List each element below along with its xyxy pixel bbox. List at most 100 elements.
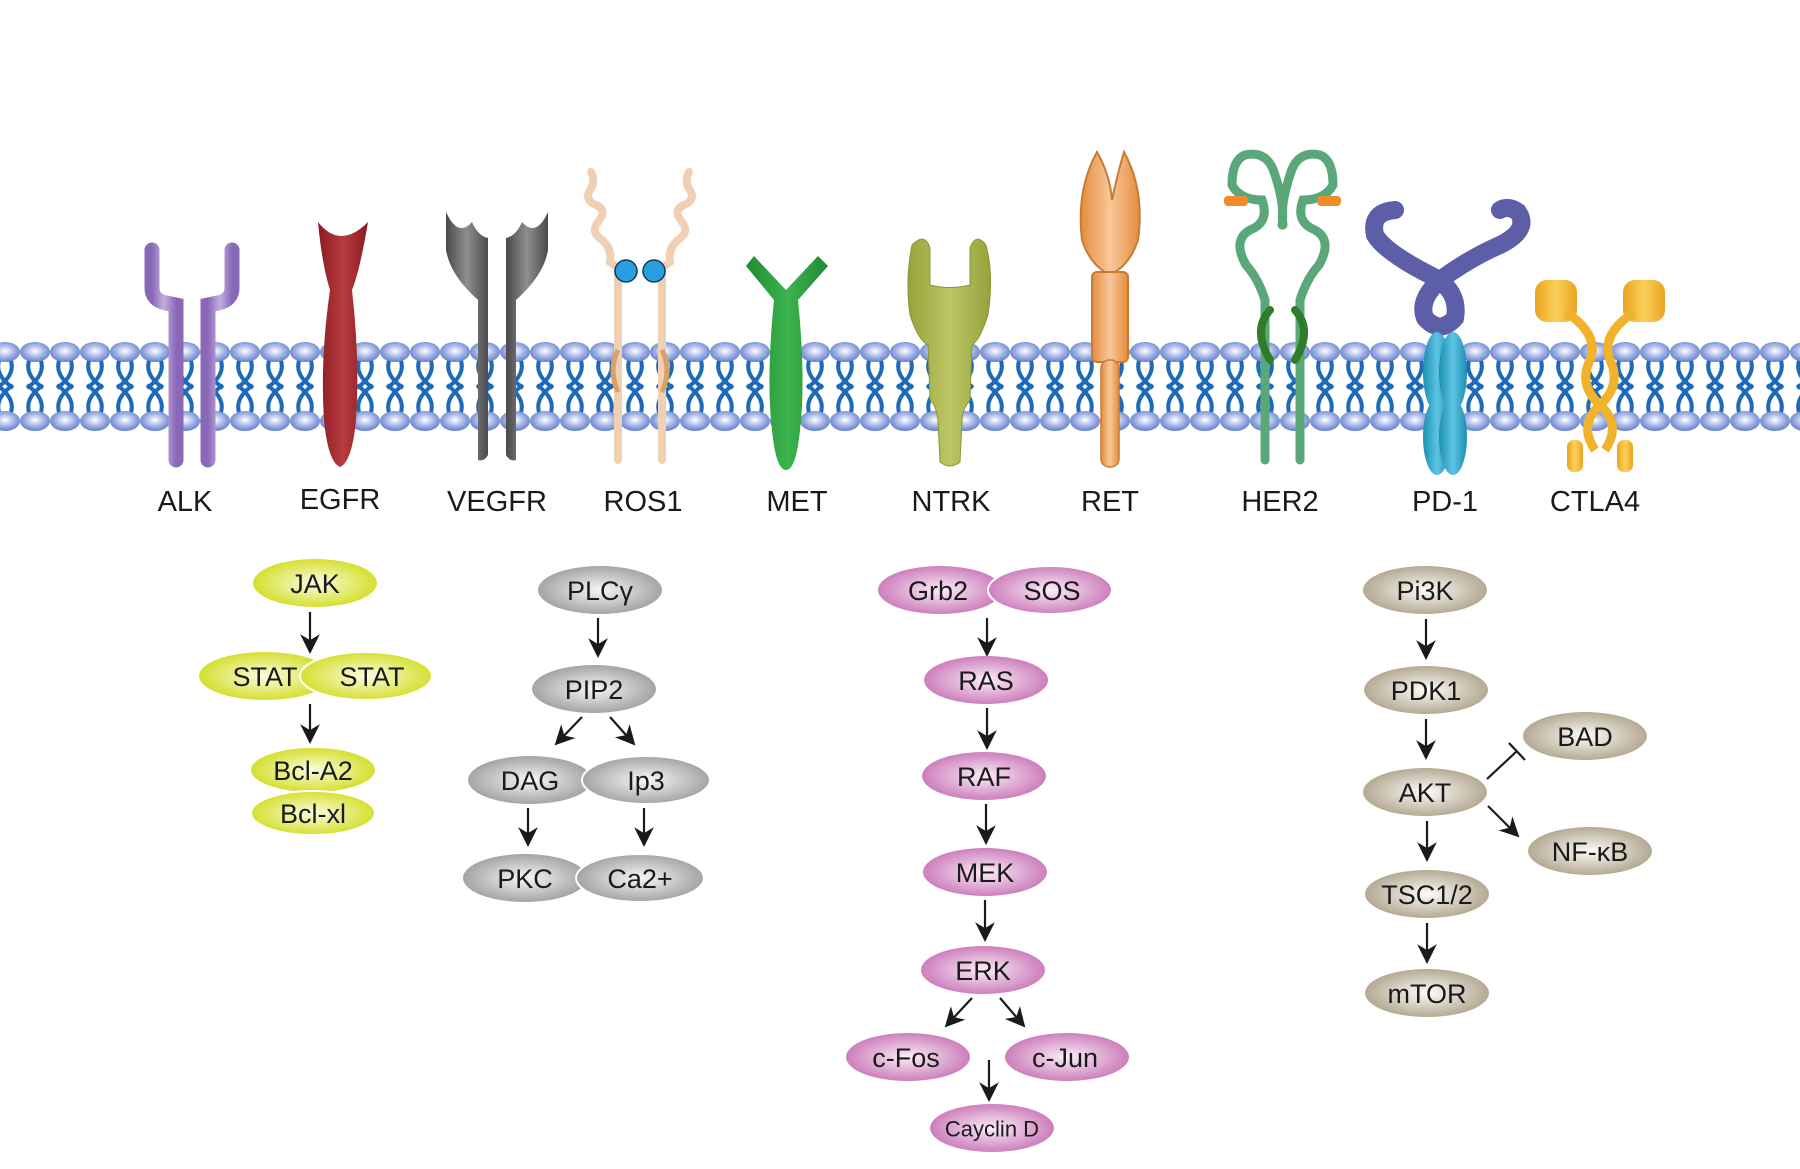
lipid-tail <box>1315 383 1335 416</box>
node-bad[interactable]: BAD <box>1523 712 1647 760</box>
lipid-head <box>1550 342 1580 362</box>
lipid-tail <box>985 383 1005 416</box>
lipid-head <box>1730 411 1760 431</box>
svg-text:PKC: PKC <box>497 864 553 894</box>
lipid-tail <box>1615 357 1635 390</box>
arrow-erk-cjun <box>999 997 1026 1028</box>
node-dag[interactable]: DAG <box>468 756 592 804</box>
lipid-head <box>860 411 890 431</box>
lipid-tail <box>1735 357 1755 390</box>
node-ip3[interactable]: Ip3 <box>581 755 711 805</box>
lipid-tail <box>55 383 75 416</box>
lipid-tail <box>235 357 255 390</box>
node-raf[interactable]: RAF <box>922 752 1046 800</box>
lipid-head <box>1310 342 1340 362</box>
lipid-tail <box>1195 357 1215 390</box>
node-mtor[interactable]: mTOR <box>1365 969 1489 1017</box>
node-pdk1[interactable]: PDK1 <box>1364 666 1488 714</box>
lipid-tail <box>1165 383 1185 416</box>
lipid-tail <box>1405 357 1425 390</box>
node-pkc[interactable]: PKC <box>463 854 587 902</box>
lipid-head <box>1610 342 1640 362</box>
node-pi3k[interactable]: Pi3K <box>1363 566 1487 614</box>
arrow-akt-nfkb <box>1487 805 1520 838</box>
lipid-head <box>1400 342 1430 362</box>
node-bcl-a2[interactable]: Bcl-A2 <box>251 748 375 792</box>
node-sos[interactable]: SOS <box>987 565 1113 615</box>
lipid-tail <box>1345 357 1365 390</box>
lipid-tail <box>415 357 435 390</box>
node-bcl-xl[interactable]: Bcl-xl <box>250 790 376 836</box>
svg-text:Cayclin D: Cayclin D <box>945 1117 1039 1142</box>
lipid-head <box>230 342 260 362</box>
lipid-tail <box>1375 383 1395 416</box>
lipid-tail <box>1315 357 1335 390</box>
svg-text:Ca2+: Ca2+ <box>607 864 672 894</box>
lipid-tail <box>1075 357 1095 390</box>
node-grb2[interactable]: Grb2 <box>878 566 1002 614</box>
inhibition-bar <box>1508 742 1526 761</box>
node-cyclin-d[interactable]: Cayclin D <box>930 1104 1054 1152</box>
lipid-tail <box>1555 357 1575 390</box>
lipid-head <box>1670 342 1700 362</box>
lipid-tail <box>565 383 585 416</box>
lipid-head <box>140 411 170 431</box>
lipid-head <box>1280 411 1310 431</box>
lipid-head <box>20 411 50 431</box>
receptor-pd1 <box>1365 198 1531 475</box>
lipid-head <box>1670 411 1700 431</box>
node-ca2[interactable]: Ca2+ <box>575 853 705 903</box>
svg-text:BAD: BAD <box>1557 722 1613 752</box>
lipid-head <box>1460 411 1490 431</box>
lipid-tail <box>445 357 465 390</box>
lipid-head <box>1040 342 1070 362</box>
ros1-ligand-icon <box>614 259 638 283</box>
node-mek[interactable]: MEK <box>923 848 1047 896</box>
lipid-head <box>260 411 290 431</box>
lipid-head <box>410 342 440 362</box>
receptor-label-her2: HER2 <box>1241 486 1318 518</box>
lipid-tail <box>235 383 255 416</box>
node-jak[interactable]: JAK <box>253 559 377 607</box>
lipid-head <box>1370 411 1400 431</box>
lipid-tail <box>445 383 465 416</box>
node-erk[interactable]: ERK <box>921 946 1045 994</box>
lipid-head <box>0 411 20 431</box>
lipid-tail <box>865 357 885 390</box>
svg-text:c-Jun: c-Jun <box>1032 1043 1098 1073</box>
svg-text:NF-κB: NF-κB <box>1552 837 1629 867</box>
node-stat-left[interactable]: STAT <box>199 652 331 700</box>
node-c-jun[interactable]: c-Jun <box>1005 1033 1129 1081</box>
lipid-head <box>890 342 920 362</box>
lipid-head <box>530 342 560 362</box>
lipid-head <box>1610 411 1640 431</box>
node-tsc1-2[interactable]: TSC1/2 <box>1365 870 1489 918</box>
lipid-tail <box>1525 383 1545 416</box>
lipid-tail <box>1165 357 1185 390</box>
lipid-tail <box>1465 357 1485 390</box>
svg-text:c-Fos: c-Fos <box>872 1043 940 1073</box>
lipid-tail <box>85 383 105 416</box>
lipid-tail <box>865 383 885 416</box>
receptor-alk <box>144 242 240 468</box>
lipid-head <box>20 342 50 362</box>
node-pip2[interactable]: PIP2 <box>532 665 656 713</box>
lipid-tail <box>25 383 45 416</box>
lipid-tail <box>625 357 645 390</box>
node-akt[interactable]: AKT <box>1363 768 1487 816</box>
lipid-head <box>620 411 650 431</box>
lipid-tail <box>1615 383 1635 416</box>
node-plcg[interactable]: PLCγ <box>538 566 662 614</box>
lipid-head <box>710 411 740 431</box>
node-c-fos[interactable]: c-Fos <box>846 1033 970 1081</box>
lipid-head <box>0 342 20 362</box>
lipid-tail <box>385 357 405 390</box>
lipid-tail <box>1675 383 1695 416</box>
node-stat-right[interactable]: STAT <box>299 651 433 701</box>
lipid-head <box>980 342 1010 362</box>
node-ras[interactable]: RAS <box>924 656 1048 704</box>
lipid-head <box>50 342 80 362</box>
lipid-tail <box>115 383 135 416</box>
node-nf-kb[interactable]: NF-κB <box>1528 827 1652 875</box>
lipid-head <box>410 411 440 431</box>
